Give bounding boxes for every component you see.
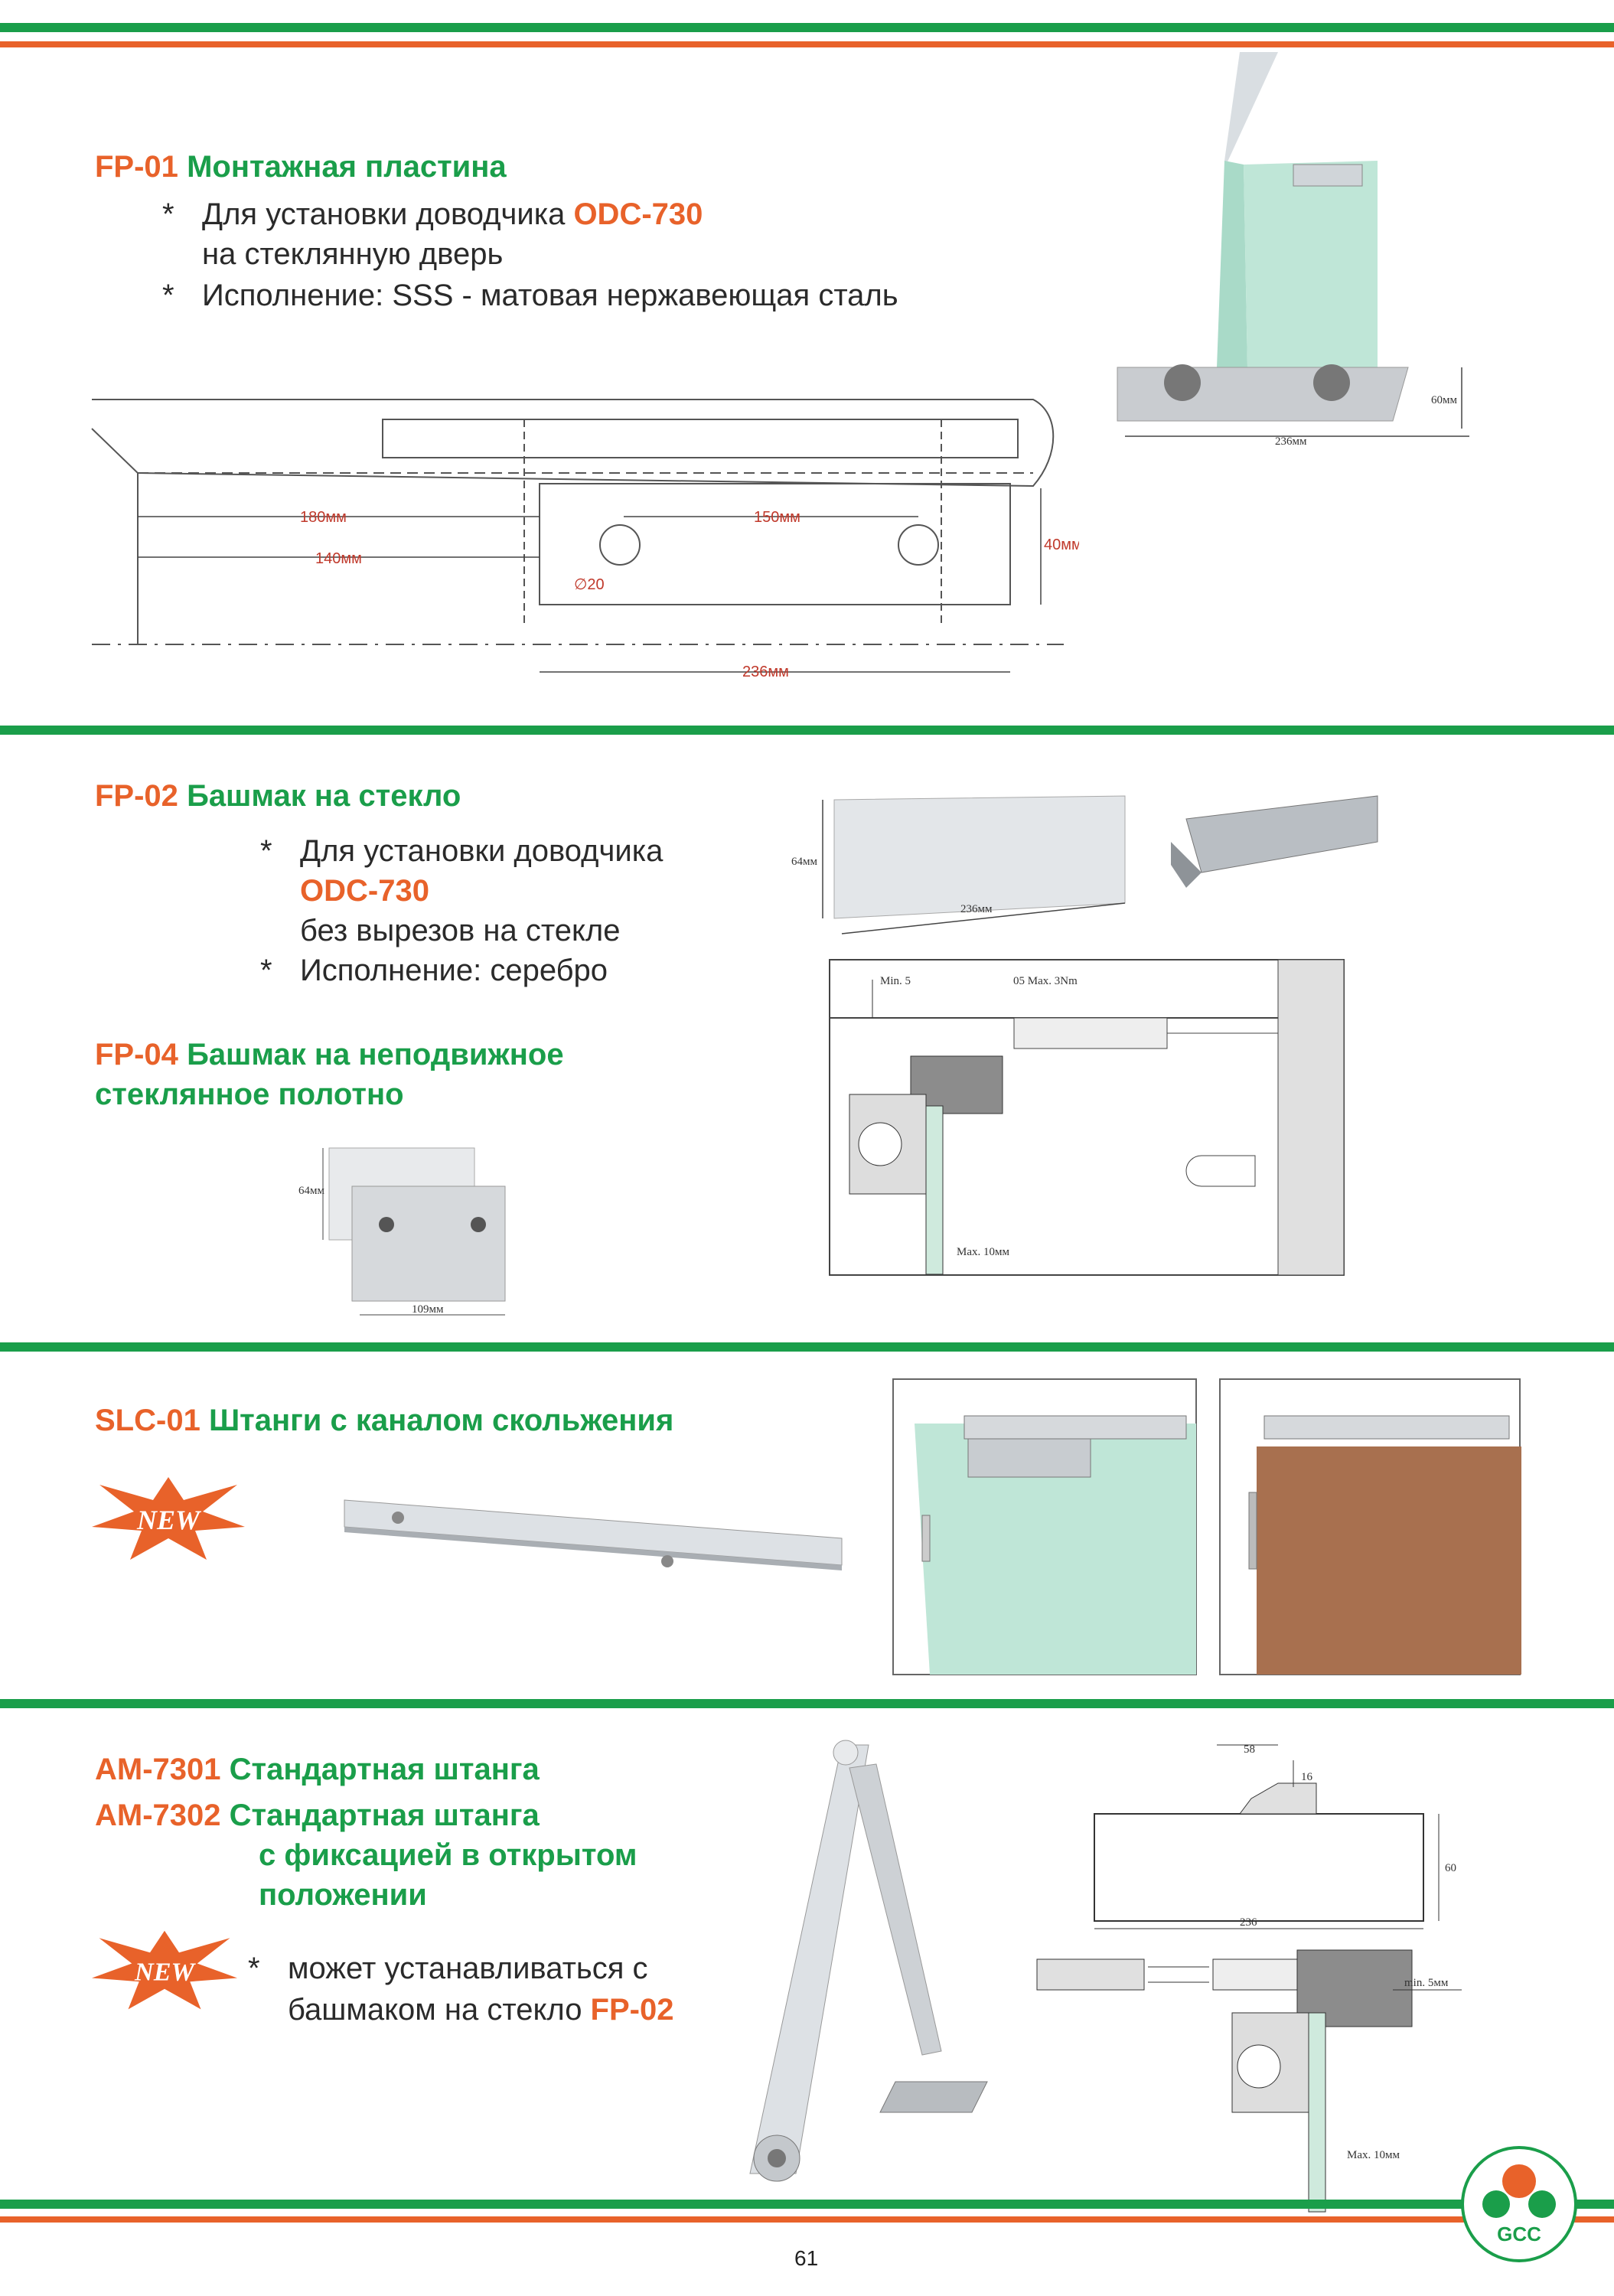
fp02-diagram: Min. 5 05 Max. 3Nm Max. 10мм [829,959,1345,1276]
fp02-model: ODC-730 [300,874,429,908]
fp02-photo: 64мм 236мм [791,795,1378,934]
fp02-max3: 05 Max. 3Nm [1013,975,1078,987]
dim-40: 40мм [1044,536,1079,553]
am7302-title-line3: положении [259,1878,427,1912]
svg-text:NEW: NEW [136,1505,202,1535]
fp01-photo: 60мм 236мм [1117,52,1469,448]
top-green-band [0,23,1614,32]
fp02-title: FP-02 Башмак на стекло [95,779,461,813]
divider-3 [0,1699,1614,1708]
fp02-min5: Min. 5 [880,975,911,987]
fp02-bullet-1b: без вырезов на стекле [300,914,621,947]
am-dim-58: 58 [1244,1743,1255,1756]
slc01-install-glass [892,1378,1197,1675]
am-new-badge: NEW [92,1930,237,2010]
top-orange-band [0,41,1614,47]
dim-20: ∅20 [574,576,605,593]
slc01-title: SLC-01 Штанги с каналом скольжения [95,1404,674,1437]
fp04-dim-109: 109мм [412,1303,444,1316]
fp01-bullet-2: * Исполнение: SSS - матовая нержавеющая … [162,279,898,312]
am7302-title-line2: с фиксацией в открытом [259,1838,637,1872]
photo-dim-60: 60мм [1431,394,1457,406]
am-dim-236: 236 [1240,1916,1257,1929]
slc01-rail-photo [344,1499,843,1570]
fp04-title-line2: стеклянное полотно [95,1078,404,1111]
page-number: 61 [794,2246,819,2270]
am7301-title: AM-7301 Стандартная штанга [95,1753,540,1786]
am-dim-16: 16 [1301,1771,1313,1783]
am7302-title-line1: AM-7302 Стандартная штанга [95,1799,540,1832]
am-dimension-diagram: 58 16 60 236 [1094,1743,1456,1929]
fp01-mounting-diagram: 180мм 140мм 150мм 40мм ∅20 236мм [91,399,1079,680]
fp04-dim-64: 64мм [298,1185,324,1197]
bottom-orange-band [0,2216,1614,2223]
am-bullet-line2: башмаком на стекло FP-02 [288,1993,674,2027]
divider-1 [0,726,1614,735]
fp01-title: FP-01 Монтажная пластина [95,150,507,184]
am-dim-60: 60 [1445,1862,1456,1874]
fp01-bullet-1: * Для установки доводчика ODC-730 [162,197,703,231]
am-min5: min. 5мм [1404,1977,1449,1989]
fp02-dim-64: 64мм [791,856,817,868]
fp02-bullet-1: * Для установки доводчика [260,834,664,868]
fp02-max10: Max. 10мм [957,1246,1009,1258]
slc01-install-wood [1219,1378,1521,1675]
am-arm-photo [749,1740,988,2182]
divider-2 [0,1342,1614,1352]
fp02-bullet-2: * Исполнение: серебро [260,954,608,987]
dim-236: 236мм [742,664,789,680]
slc01-new-badge: NEW [92,1477,245,1560]
am-bullet-line1: * может устанавливаться с [248,1952,648,1985]
dim-180: 180мм [300,509,347,526]
svg-text:GCC: GCC [1497,2223,1541,2245]
am-install-diagram: min. 5мм Max. 10мм [1036,1949,1462,2213]
fp01-bullet-1b: на стеклянную дверь [202,237,504,271]
fp02-dim-236: 236мм [960,903,993,915]
bottom-green-band [0,2200,1614,2209]
svg-text:NEW: NEW [134,1958,196,1986]
fp04-photo: 64мм 109мм [298,1147,506,1316]
fp04-title-line1: FP-04 Башмак на неподвижное [95,1038,564,1071]
am-max10: Max. 10мм [1347,2149,1400,2161]
dim-150: 150мм [754,509,800,526]
photo-dim-236: 236мм [1275,435,1307,448]
dim-140: 140мм [315,550,362,567]
gcc-logo: GCC [1461,2146,1577,2262]
